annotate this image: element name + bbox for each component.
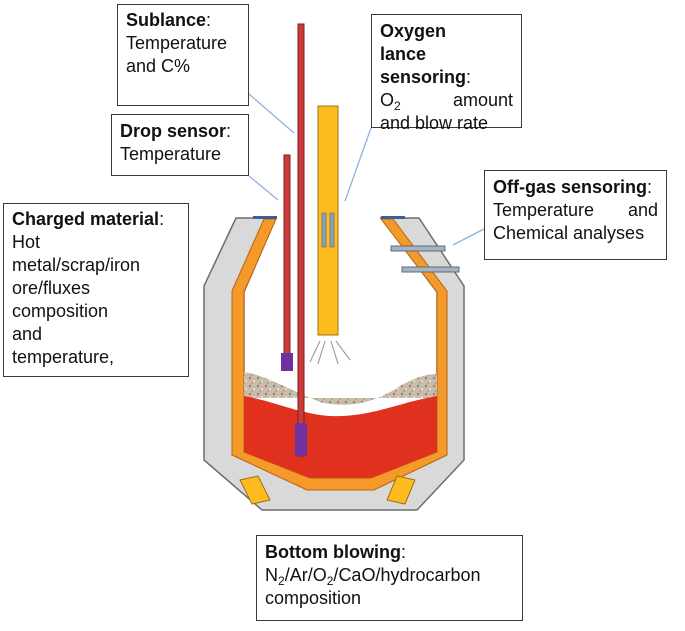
- bottom-blowing-sep3: /: [333, 565, 339, 585]
- leader-line-drop-sensor: [248, 175, 279, 201]
- sublance-colon: :: [206, 10, 212, 30]
- slag-layer: [244, 372, 437, 405]
- oxygen-symbol-letter: O: [380, 90, 395, 110]
- bottom-blowing-n: N: [265, 565, 278, 585]
- bottom-tuyere-left: [239, 475, 271, 505]
- mouth-lip-left: [253, 216, 277, 219]
- off-gas-line1: Temperature and: [493, 199, 658, 222]
- drop-sensor-probe: [281, 353, 293, 371]
- oxygen-lance-title-line1-text: Oxygen lance: [380, 21, 447, 64]
- drop-sensor-line1: Temperature: [120, 144, 222, 164]
- off-gas-title-line: Off-gas sensoring:: [493, 176, 658, 199]
- drop-sensor-title: Drop sensor: [120, 121, 227, 141]
- oxygen-lance-line2: and blow rate: [380, 113, 489, 133]
- off-gas-title: Off-gas sensoring: [493, 177, 648, 197]
- bottom-blowing-line1: N2/Ar/O2/CaO/hydrocarbon: [265, 564, 514, 587]
- bottom-blowing-o-sub: 2: [326, 574, 334, 588]
- oxygen-jet-lines: [309, 340, 351, 365]
- bottom-blowing-o: O: [312, 565, 327, 585]
- oxygen-lance-nozzle-right: [329, 212, 335, 248]
- oxygen-symbol-sub: 2: [394, 99, 401, 113]
- bottom-blowing-title: Bottom blowing: [265, 542, 401, 562]
- off-gas-line1-word1: Temperature: [493, 200, 595, 220]
- oxygen-lance-title-line2-row: sensoring:: [380, 66, 513, 89]
- leader-line-off-gas: [452, 228, 485, 246]
- mouth-lip-right: [381, 216, 405, 219]
- oxygen-lance-nozzle-left: [321, 212, 327, 248]
- oxygen-lance-title-line2: sensoring: [380, 67, 467, 87]
- off-gas-line2: Chemical analyses: [493, 223, 645, 243]
- sublance-line2: and C%: [126, 56, 191, 76]
- drop-sensor-colon: :: [226, 121, 232, 141]
- bottom-blowing-sep2: /: [307, 565, 313, 585]
- label-oxygen-lance: Oxygen lance sensoring: O2 amount and bl…: [371, 14, 522, 133]
- sublance-title: Sublance: [126, 10, 207, 30]
- sublance-rod: [297, 23, 305, 457]
- oxygen-symbol: O2: [380, 89, 401, 112]
- off-gas-colon: :: [647, 177, 653, 197]
- leader-line-oxygen-lance: [344, 127, 372, 202]
- bottom-blowing-ar: Ar: [289, 565, 308, 585]
- charged-material-body: Hot metal/scrap/iron ore/fluxes composit…: [12, 232, 141, 367]
- oxygen-lance-line1: O2 amount: [380, 89, 513, 112]
- charged-material-title-line: Charged material:: [12, 208, 180, 231]
- label-drop-sensor: Drop sensor: Temperature: [111, 114, 249, 176]
- bottom-blowing-title-line: Bottom blowing:: [265, 541, 514, 564]
- off-gas-pipe-upper: [390, 245, 446, 252]
- bottom-tuyere-right: [386, 475, 416, 505]
- label-sublance: Sublance: Temperature and C%: [117, 4, 249, 106]
- off-gas-pipe-lower: [401, 266, 460, 273]
- label-off-gas: Off-gas sensoring: Temperature and Chemi…: [484, 170, 667, 260]
- label-bottom-blowing: Bottom blowing: N2/Ar/O2/CaO/hydrocarbon…: [256, 535, 523, 621]
- sublance-probe: [295, 423, 307, 456]
- bottom-blowing-rest: CaO/hydrocarbon: [338, 565, 481, 585]
- sublance-line1: Temperature: [126, 33, 228, 53]
- oxygen-lance-title-line1: Oxygen lance: [380, 20, 513, 66]
- bottom-blowing-sep1: /: [284, 565, 290, 585]
- bottom-blowing-n-sub: 2: [278, 574, 285, 588]
- oxygen-lance-colon: :: [466, 67, 472, 87]
- sublance-title-line: Sublance:: [126, 9, 240, 32]
- leader-lines: [248, 93, 485, 246]
- oxygen-lance: [317, 105, 339, 336]
- charged-material-colon: :: [159, 209, 165, 229]
- molten-metal: [244, 396, 437, 478]
- label-charged-material: Charged material: Hot metal/scrap/iron o…: [3, 203, 189, 377]
- oxygen-amount-word: amount: [452, 90, 513, 110]
- drop-sensor-title-line: Drop sensor:: [120, 120, 240, 143]
- off-gas-line1-word2: and: [627, 200, 658, 220]
- charged-material-title: Charged material: [12, 209, 160, 229]
- drop-sensor-rod: [283, 154, 291, 361]
- bottom-blowing-line2: composition: [265, 588, 362, 608]
- bottom-blowing-colon: :: [400, 542, 406, 562]
- leader-line-sublance: [248, 93, 295, 134]
